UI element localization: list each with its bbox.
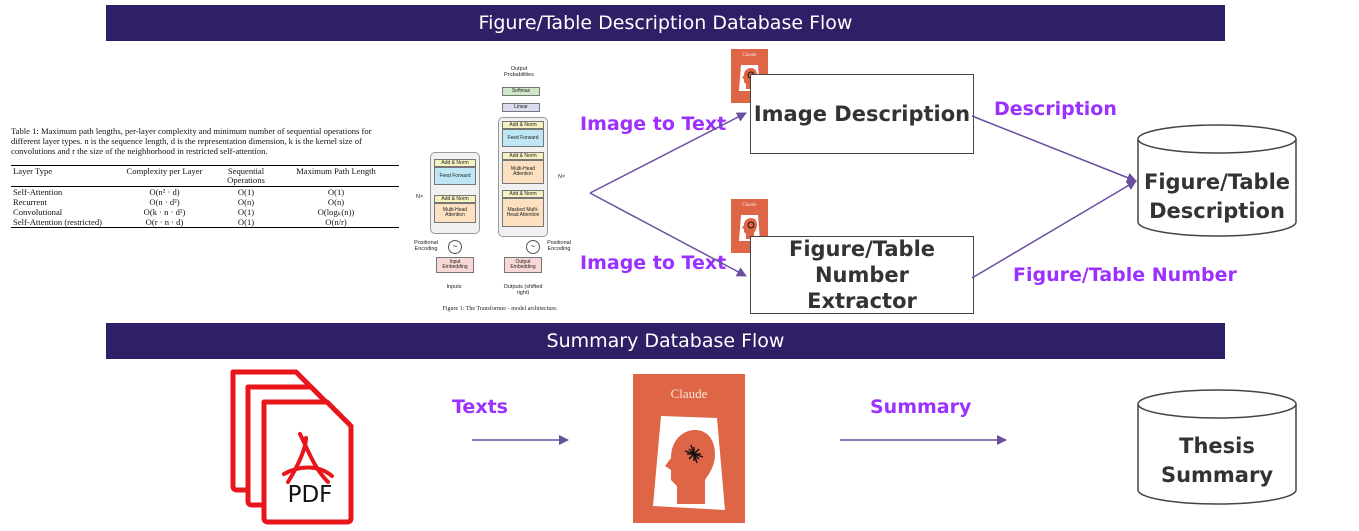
table-cell: O(1) [219,217,273,228]
table-header: Layer Type [11,165,110,187]
table-cell: O(n) [327,197,345,207]
image-to-text-label-top: Image to Text [580,113,727,135]
image-to-text-label-bottom: Image to Text [580,252,727,274]
texts-label: Texts [452,396,508,418]
number-extractor-label: Figure/Table Number Extractor [788,236,936,314]
table-cell: O(1) [237,187,255,197]
table-row: Self-Attention (restricted) O(r · n · d)… [11,217,399,228]
decoder-add-norm-3: Add & Norm [502,121,544,129]
decoder-nx-label: N× [558,174,566,180]
transformer-figure: Output Probabilities Softmax Linear Add … [410,64,580,319]
number-extractor-box: Figure/Table Number Extractor [750,236,974,314]
figure-caption: Figure 1: The Transformer - model archit… [442,306,558,312]
bottom-flow-banner-title: Summary Database Flow [546,330,785,352]
encoder-add-norm-1: Add & Norm [434,195,476,203]
linear-block: Linear [502,103,540,112]
description-label: Description [994,98,1117,120]
encoder-positional-encoding-label: Positional Encoding [414,240,438,252]
head-icon [653,416,725,510]
pdf-documents-icon [230,369,354,525]
table-row: Self-Attention O(n² · d) O(1) O(1) [11,187,399,198]
table-row: Convolutional O(k · n · d²) O(1) O(logₖ(… [11,207,399,217]
acrobat-icon [282,432,334,484]
figure-table-number-label: Figure/Table Number [1013,264,1237,286]
claude-icon-middle-label: Claude [742,203,757,208]
inputs-label: Inputs [446,284,462,290]
complexity-table: Layer Type Complexity per Layer Sequenti… [11,165,399,228]
claude-icon-large-label: Claude [670,386,708,401]
encoder-nx-label: N× [416,194,424,200]
table-header: Maximum Path Length [273,165,399,187]
summary-label: Summary [870,396,972,418]
pdf-label: PDF [287,482,333,508]
table-header: Complexity per Layer [110,165,219,187]
encoder-feed-forward: Feed Forward [434,167,476,185]
image-description-label: Image Description [753,101,971,126]
table-cell: O(1) [327,187,345,197]
top-flow-banner: Figure/Table Description Database Flow [106,5,1225,41]
table-header: Sequential Operations [219,165,273,187]
output-probabilities-label: Output Probabilities [504,66,534,78]
table-cell: O(n² · d) [149,187,180,197]
decoder-add-norm-1: Add & Norm [502,190,544,198]
decoder-add-norm-2: Add & Norm [502,152,544,160]
decoder-feed-forward: Feed Forward [502,129,544,147]
decoder-masked-attention: Masked Multi-Head Attention [502,198,544,227]
claude-icon-top-label: Claude [742,53,757,58]
decoder-positional-encoding-icon: ~ [526,240,540,254]
table-caption: Table 1: Maximum path lengths, per-layer… [11,126,372,156]
table-row: Recurrent O(n · d²) O(n) O(n) [11,197,399,207]
encoder-positional-encoding-icon: ~ [448,240,462,254]
encoder-add-norm-2: Add & Norm [434,159,476,167]
arrow-description-to-db [971,115,1137,183]
table-cell: Convolutional [13,207,63,217]
table-cell: O(n) [237,197,255,207]
encoder-multi-head-attention: Multi-Head Attention [434,203,476,223]
softmax-block: Softmax [502,87,540,96]
table-cell: Self-Attention (restricted) [11,217,110,228]
table-cell: O(n · d²) [149,197,180,207]
table-cell: Self-Attention [13,187,63,197]
thesis-summary-db-label: Thesis Summary [1160,434,1274,487]
table-cell: O(1) [237,207,255,217]
claude-icon-large: Claude [633,374,745,523]
table-cell: O(r · n · d) [110,217,219,228]
decoder-multi-head-attention: Multi-Head Attention [502,160,544,184]
table-cell: O(logₖ(n)) [317,207,355,217]
outputs-label: Outputs (shifted right) [503,284,543,296]
bottom-flow-banner: Summary Database Flow [106,323,1225,359]
output-embedding-block: Output Embedding [504,257,542,273]
input-embedding-block: Input Embedding [436,257,474,273]
top-flow-banner-title: Figure/Table Description Database Flow [478,12,853,34]
table-cell: O(n/r) [273,217,399,228]
decoder-positional-encoding-label: Positional Encoding [547,240,571,252]
table-cell: Recurrent [13,197,47,207]
figure-table-description-db-label: Figure/Table Description [1143,170,1291,223]
table-cell: O(k · n · d²) [143,207,186,217]
image-description-box: Image Description [750,74,974,154]
